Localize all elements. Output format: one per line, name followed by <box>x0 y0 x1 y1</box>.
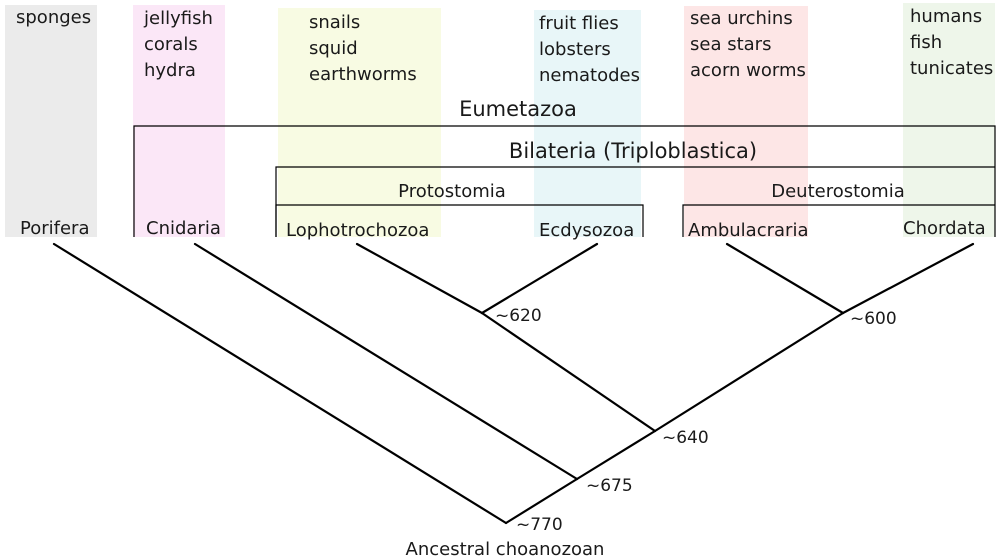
bracket-deuterostomia <box>682 204 995 237</box>
example-ecdysozoa-2: lobsters <box>539 39 611 60</box>
node-age-protostomia: ~620 <box>495 306 542 326</box>
node-age-deuterostomia: ~600 <box>850 309 897 329</box>
node-age-bilateria: ~640 <box>662 428 709 448</box>
column-lophotrochozoa <box>278 8 441 237</box>
bracket-eumetazoa <box>133 125 996 237</box>
tree-branches <box>52 242 975 525</box>
branch-lophotrochozoa <box>355 242 484 315</box>
example-porifera-1: sponges <box>16 7 91 28</box>
example-chordata-2: fish <box>910 32 942 53</box>
branch-deuterostomia-stem <box>653 311 845 433</box>
bracket-protostomia <box>275 204 644 237</box>
node-ages: ~620 ~600 ~640 ~675 ~770 <box>495 306 897 535</box>
example-cnidaria-3: hydra <box>144 60 196 81</box>
example-ambulacraria-1: sea urchins <box>690 8 793 29</box>
branch-protostomia-stem <box>480 311 657 433</box>
branch-root-to-eumetazoa <box>504 477 579 525</box>
branch-ecdysozoa <box>480 242 599 315</box>
example-chordata-3: tunicates <box>910 58 993 79</box>
group-label-eumetazoa: Eumetazoa <box>459 97 577 121</box>
node-age-eumetazoa: ~675 <box>586 476 633 496</box>
example-cnidaria-1: jellyfish <box>143 8 213 29</box>
example-ecdysozoa-3: nematodes <box>539 65 640 86</box>
example-ambulacraria-3: acorn worms <box>690 60 806 81</box>
branch-chordata <box>841 242 975 315</box>
branch-porifera <box>52 242 508 525</box>
root-label: Ancestral choanozoan <box>406 539 605 560</box>
branch-eumetazoa-to-bilateria <box>575 429 657 481</box>
column-cnidaria <box>133 5 225 237</box>
column-porifera <box>5 5 97 237</box>
clade-name-ecdysozoa: Ecdysozoa <box>539 220 634 241</box>
clade-names: Porifera Cnidaria Lophotrochozoa Ecdysoz… <box>20 218 986 241</box>
example-lophotrochozoa-2: squid <box>309 38 358 59</box>
example-ambulacraria-2: sea stars <box>690 34 771 55</box>
example-organisms: sponges jellyfish corals hydra snails sq… <box>16 6 993 86</box>
column-chordata <box>903 3 995 237</box>
clade-name-cnidaria: Cnidaria <box>146 218 221 239</box>
clade-name-porifera: Porifera <box>20 218 89 239</box>
branch-cnidaria <box>193 242 579 481</box>
clade-name-lophotrochozoa: Lophotrochozoa <box>286 220 429 241</box>
branch-ambulacraria <box>725 242 845 315</box>
example-lophotrochozoa-3: earthworms <box>309 64 417 85</box>
column-ecdysozoa <box>534 10 641 237</box>
node-age-root: ~770 <box>516 515 563 535</box>
group-label-protostomia: Protostomia <box>398 181 506 202</box>
group-label-bilateria: Bilateria (Triploblastica) <box>509 139 757 163</box>
taxon-columns <box>5 3 995 237</box>
example-ecdysozoa-1: fruit flies <box>539 13 619 34</box>
column-ambulacraria <box>684 6 808 237</box>
group-brackets: Eumetazoa Bilateria (Triploblastica) Pro… <box>133 97 996 237</box>
clade-name-chordata: Chordata <box>903 218 986 239</box>
example-chordata-1: humans <box>910 6 982 27</box>
group-label-deuterostomia: Deuterostomia <box>771 181 905 202</box>
clade-name-ambulacraria: Ambulacraria <box>688 220 808 241</box>
example-lophotrochozoa-1: snails <box>309 12 360 33</box>
example-cnidaria-2: corals <box>144 34 198 55</box>
